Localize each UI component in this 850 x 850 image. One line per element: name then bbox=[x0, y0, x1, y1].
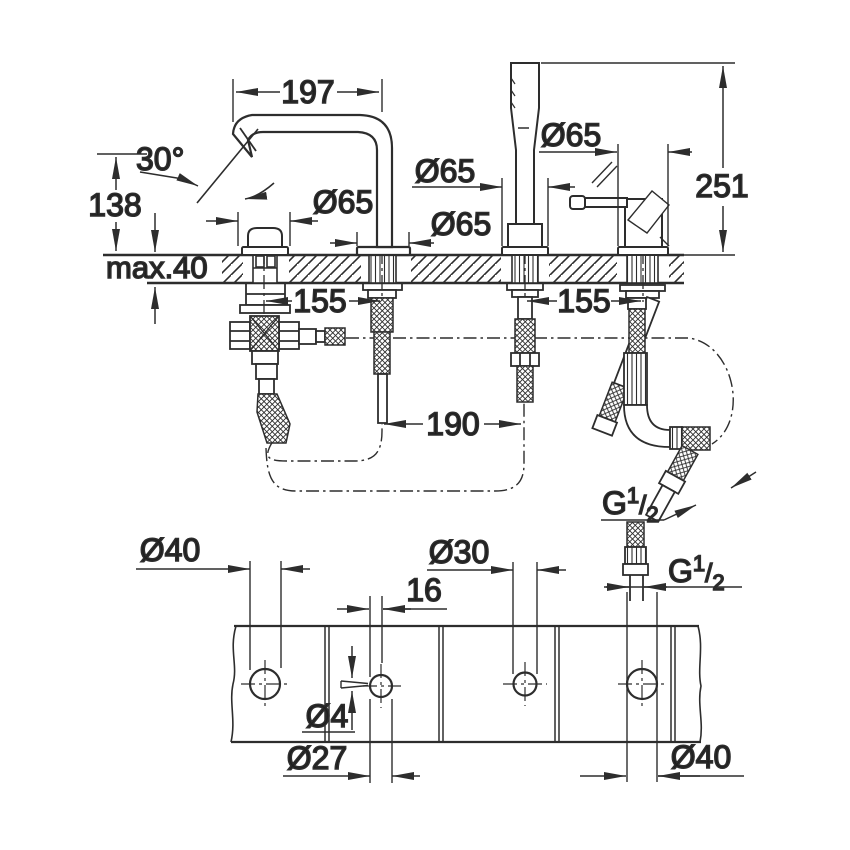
dim-spout-height: 138 bbox=[88, 153, 147, 251]
lever-mixer bbox=[569, 161, 670, 256]
valve-hose-end bbox=[256, 393, 291, 444]
shower-hose-end bbox=[622, 521, 649, 601]
dim-overall-height-label: 251 bbox=[695, 168, 748, 204]
hole-centerlines bbox=[241, 660, 666, 708]
dim-hole-spacing-right-label: 155 bbox=[557, 283, 610, 319]
flow-direction-arrow bbox=[244, 182, 275, 200]
dim-hole2-diameter: Ø27 bbox=[283, 699, 420, 783]
dim-hose-thread-bottom: G1/2 bbox=[604, 550, 742, 596]
spout-shank-assembly bbox=[362, 282, 403, 424]
dim-escutcheon2-label: Ø65 bbox=[431, 206, 491, 242]
bottom-view-drawing: Ø40 Ø30 16 bbox=[136, 521, 744, 783]
outlet-hose-end bbox=[644, 444, 699, 523]
dim-pin-hole-diameter: Ø4 bbox=[302, 646, 356, 735]
dim-spout-to-shower: 190 bbox=[384, 405, 521, 443]
dim-hole-spacing-left: 155 bbox=[266, 282, 380, 320]
dim-hole1-label: Ø40 bbox=[140, 532, 200, 568]
plate-break-left bbox=[230, 625, 237, 743]
shutoff-valve-assembly bbox=[229, 282, 346, 444]
dim-deck-thickness-label: max.40 bbox=[106, 250, 208, 285]
dim-spout-angle: 30° bbox=[135, 128, 275, 204]
hose-routing-centerlines bbox=[265, 337, 734, 492]
above-deck-components bbox=[231, 62, 670, 257]
component-centerlines bbox=[263, 250, 644, 316]
top-view-drawing: 197 30° 138 max.40 bbox=[88, 62, 757, 528]
dim-spout-angle-label: 30° bbox=[136, 141, 184, 177]
pin-hole-slot bbox=[340, 680, 369, 689]
below-deck-fittings bbox=[229, 282, 711, 523]
dim-deck-thickness: max.40 bbox=[105, 213, 208, 324]
dim-hole4-diameter: Ø40 bbox=[580, 592, 744, 782]
plate-fold-lines bbox=[324, 626, 676, 742]
dim-escutcheon3-label: Ø65 bbox=[415, 153, 475, 189]
plate-break-right bbox=[697, 625, 703, 743]
dim-overall-height: 251 bbox=[541, 62, 749, 252]
dim-hole1-diameter: Ø40 bbox=[136, 531, 310, 670]
top-view-dimensions: 197 30° 138 max.40 bbox=[88, 62, 757, 528]
dim-escutcheon4-label: Ø65 bbox=[541, 117, 601, 153]
spout-outlet-edge bbox=[239, 127, 257, 152]
dim-hose-thread-top: G1/2 bbox=[601, 471, 757, 528]
dim-spout-height-label: 138 bbox=[88, 187, 141, 223]
dim-escutcheon1-label: Ø65 bbox=[313, 184, 373, 220]
dim-pin-offset: 16 bbox=[337, 571, 447, 677]
dim-hole-spacing-left-label: 155 bbox=[293, 283, 346, 319]
valve-side-nipple bbox=[324, 327, 346, 346]
dim-hose-thread-bottom-label: G1/2 bbox=[668, 551, 725, 595]
mixer-shank-assembly bbox=[591, 284, 711, 523]
dim-pin-offset-label: 16 bbox=[406, 572, 442, 608]
dim-hole3-diameter: Ø30 bbox=[427, 533, 566, 674]
dim-hole3-label: Ø30 bbox=[429, 534, 489, 570]
valve-dome bbox=[241, 227, 289, 256]
hand-shower bbox=[501, 62, 549, 256]
dim-hole4-label: Ø40 bbox=[671, 739, 731, 775]
dim-hole-spacing-right: 155 bbox=[527, 282, 641, 320]
dim-spout-to-shower-label: 190 bbox=[426, 406, 479, 442]
dim-escutcheon1-diameter: Ø65 bbox=[206, 183, 374, 246]
dim-hose-thread-top-label: G1/2 bbox=[602, 483, 659, 527]
dim-escutcheon2-diameter: Ø65 bbox=[330, 205, 492, 247]
dim-spout-projection: 197 bbox=[232, 73, 383, 122]
deck-plate bbox=[230, 624, 703, 744]
bottom-view-dimensions: Ø40 Ø30 16 bbox=[136, 531, 744, 783]
dim-spout-projection-label: 197 bbox=[281, 74, 334, 110]
dim-hole2-label: Ø27 bbox=[287, 740, 347, 776]
dim-escutcheon4-diameter: Ø65 bbox=[539, 116, 692, 246]
dim-pin-hole-label: Ø4 bbox=[306, 698, 349, 734]
shower-grip-knurl bbox=[510, 77, 516, 109]
hose-elbow bbox=[623, 404, 671, 448]
dim-escutcheon3-diameter: Ø65 bbox=[412, 152, 575, 246]
